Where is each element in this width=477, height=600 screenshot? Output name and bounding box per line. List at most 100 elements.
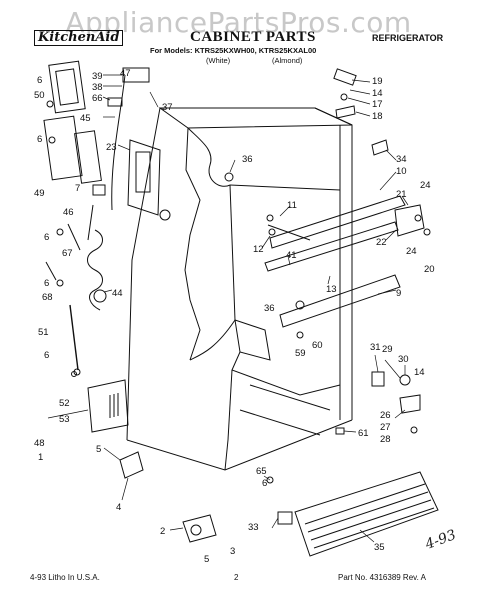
cabinet-top: [158, 107, 353, 129]
part-19: [333, 68, 357, 86]
part-36a: [224, 172, 234, 182]
bottom-parts: [119, 451, 439, 557]
part-36b: [295, 300, 305, 310]
callout: 41: [286, 250, 297, 261]
variant-almond: (Almond): [272, 56, 303, 65]
control-slot: [135, 151, 151, 193]
callout: 21: [396, 189, 407, 200]
model-numbers: For Models: KTRS25KXWH00, KTRS25KXAL00: [150, 46, 317, 55]
lower-left-panel: [87, 379, 129, 433]
callout: 22: [376, 237, 387, 248]
screw-65: [266, 476, 274, 484]
grille-35: [294, 471, 439, 557]
callout: 24: [406, 246, 417, 257]
callout: 4: [116, 502, 121, 513]
callout: 23: [106, 142, 117, 153]
callout: 53: [59, 414, 70, 425]
cabinet-right-side: [314, 107, 353, 420]
back-wall-top: [229, 184, 341, 191]
variant-white: (White): [206, 56, 231, 65]
callout: 39: [92, 71, 103, 82]
brand-logo: KitchenAid: [34, 30, 124, 46]
callout: 6: [37, 75, 42, 86]
bracket-22: [394, 204, 425, 237]
cabinet-bottom-corner: [224, 439, 229, 471]
callout: 49: [34, 188, 45, 199]
rail-link: [267, 224, 311, 241]
part-34: [371, 139, 389, 156]
cabinet-bottom-edge: [126, 419, 353, 471]
callout: 31: [370, 342, 381, 353]
screw-20: [423, 228, 431, 236]
freezer-floor-line: [249, 384, 331, 411]
callout: 1: [38, 452, 43, 463]
control-knob: [159, 209, 171, 221]
coiled-tube: [87, 229, 103, 311]
callout: 17: [372, 99, 383, 110]
freezer-floor: [231, 351, 341, 396]
footer-print-info: 4-93 Litho In U.S.A.: [30, 573, 100, 582]
callout: 33: [248, 522, 259, 533]
rail-screw-11: [266, 214, 274, 222]
callout: 60: [312, 340, 323, 351]
rail-10: [269, 195, 406, 249]
cutaway-contour-2: [189, 319, 236, 361]
part-28: [410, 426, 418, 434]
cabinet-left-edge: [126, 107, 161, 441]
part-61: [335, 427, 345, 435]
part-26: [399, 394, 421, 414]
freezer-wall: [227, 369, 233, 441]
part-33: [277, 511, 293, 525]
callout: 36: [264, 303, 275, 314]
callout: 65: [256, 466, 267, 477]
callout: 18: [372, 111, 383, 122]
callout: 38: [92, 82, 103, 93]
callout: 47: [120, 68, 131, 79]
freezer-floor-line-2: [239, 409, 321, 436]
wire-lead: [87, 204, 94, 241]
callout: 6: [44, 350, 49, 361]
part-4-bracket: [119, 451, 144, 479]
panel-bracket: [74, 130, 102, 184]
callout: 52: [59, 398, 70, 409]
callout: 67: [62, 248, 73, 259]
cabinet-body: [126, 107, 353, 471]
callout: 27: [380, 422, 391, 433]
callout: 3: [230, 546, 235, 557]
callout: 20: [424, 264, 435, 275]
small-clip: [92, 184, 106, 196]
callout: 66: [92, 93, 103, 104]
callout: 6: [37, 134, 42, 145]
screw-67: [67, 223, 81, 251]
callout: 13: [326, 284, 337, 295]
callout: 37: [162, 102, 173, 113]
callout: 45: [80, 113, 91, 124]
callout: 26: [380, 410, 391, 421]
part-30: [399, 374, 411, 386]
hinge-pin: [190, 524, 202, 536]
part-18: [335, 105, 356, 119]
part-31: [371, 371, 385, 387]
callout: 46: [63, 207, 74, 218]
callout: 28: [380, 434, 391, 445]
callout: 50: [34, 90, 45, 101]
callout: 59: [295, 348, 306, 359]
screws-left: [46, 100, 77, 377]
rail-9: [279, 274, 401, 328]
callout: 5: [96, 444, 101, 455]
color-variants: (White) (Almond): [206, 56, 326, 65]
callout: 14: [414, 367, 425, 378]
callout: 24: [420, 180, 431, 191]
callout: 6: [262, 478, 267, 489]
support-rod: [69, 304, 79, 371]
control-box: [127, 139, 161, 216]
cabinet-liner-edge: [184, 127, 201, 361]
callout: 2: [160, 526, 165, 537]
callout: 34: [396, 154, 407, 165]
callout: 44: [112, 288, 123, 299]
part-59: [296, 331, 304, 339]
screw-68: [45, 261, 57, 281]
callout: 61: [358, 428, 369, 439]
footer-page-number: 2: [234, 573, 239, 582]
